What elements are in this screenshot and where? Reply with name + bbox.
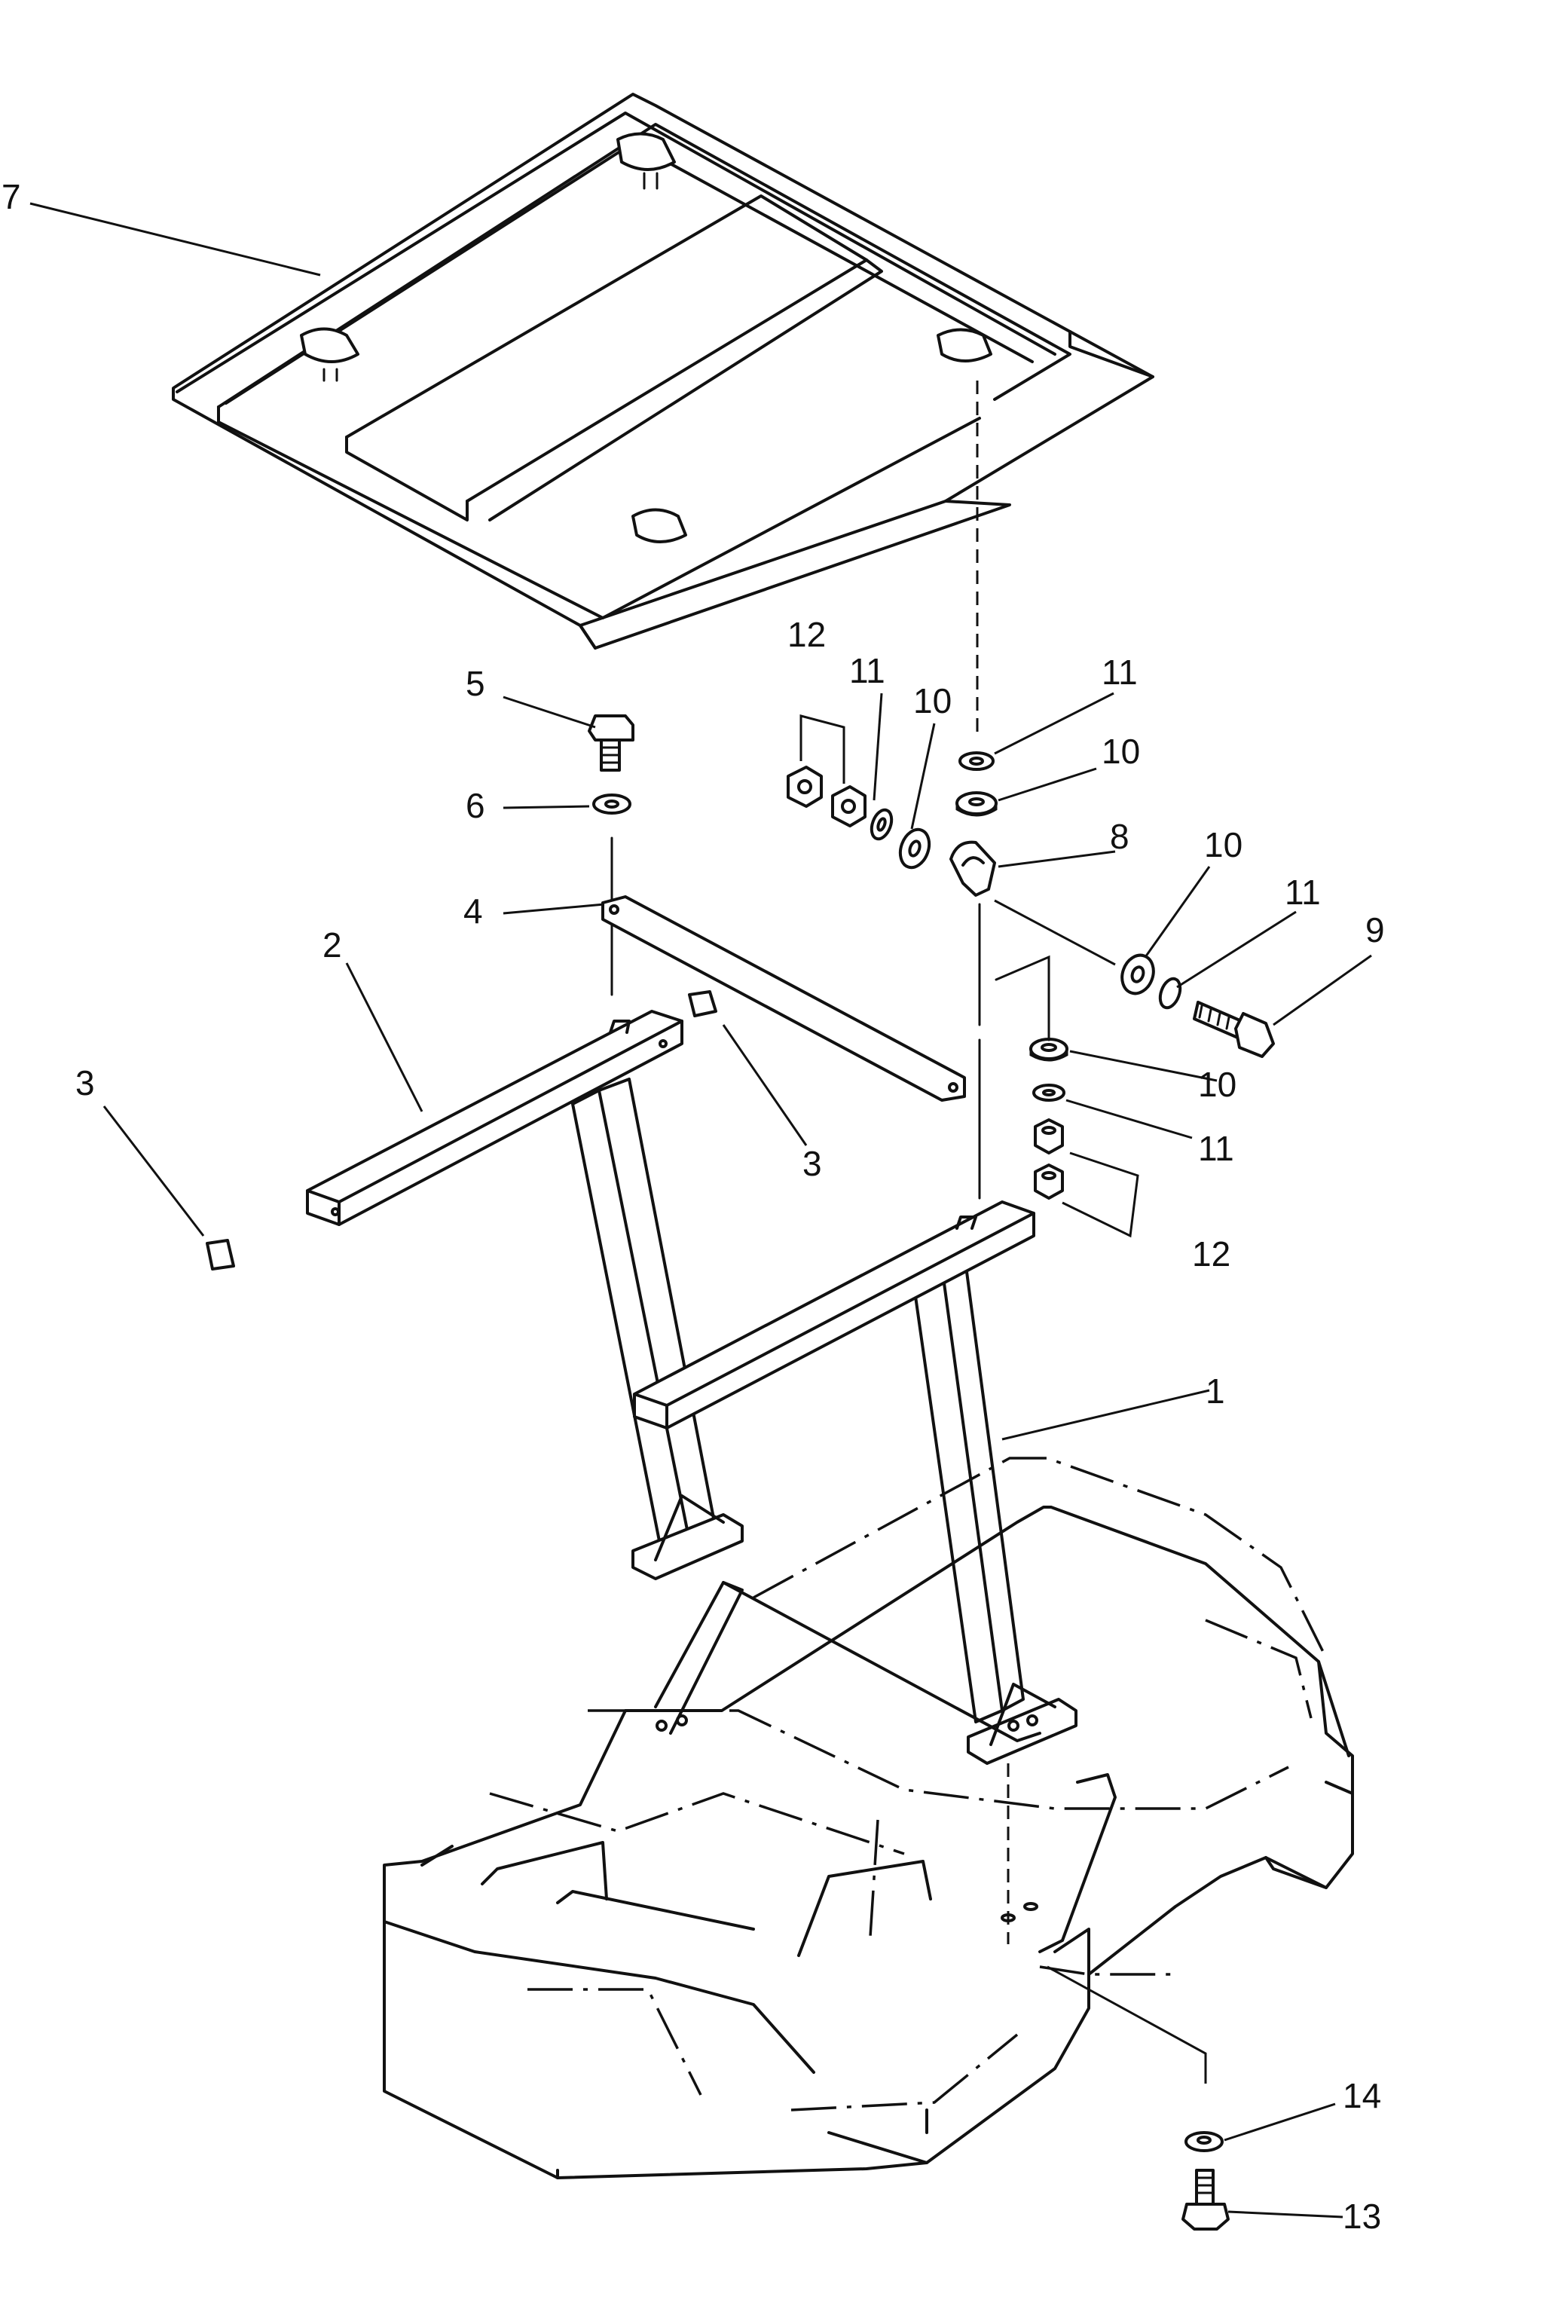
callout-11b: 11 xyxy=(1102,653,1138,692)
front-frame-part-2 xyxy=(306,1010,1077,1765)
stay-part-4 xyxy=(601,895,966,1102)
cap-part-3-right xyxy=(688,990,717,1017)
callout-10c: 10 xyxy=(1204,825,1242,864)
callout-2: 2 xyxy=(322,925,342,965)
callout-3a: 3 xyxy=(75,1063,95,1102)
callout-13: 13 xyxy=(1343,2197,1381,2236)
canopy-roof-part-7 xyxy=(172,93,1154,650)
callout-10a: 10 xyxy=(913,681,952,720)
callout-11d: 11 xyxy=(1198,1129,1234,1168)
callout-7: 7 xyxy=(2,177,21,216)
cap-part-3-left xyxy=(206,1239,235,1271)
bolt-13-washer-14 xyxy=(1047,1965,1230,2231)
callout-5: 5 xyxy=(466,664,485,703)
callout-12b-bracket xyxy=(1062,1151,1139,1238)
callout-12a: 12 xyxy=(787,615,826,654)
callout-1: 1 xyxy=(1206,1371,1225,1411)
callout-10d: 10 xyxy=(1198,1065,1236,1104)
hardware-upper-cluster xyxy=(787,751,1275,1200)
callout-9: 9 xyxy=(1365,910,1385,949)
callout-14: 14 xyxy=(1343,2076,1381,2115)
callout-labels: 7 12 11 10 11 10 5 6 8 10 11 9 4 2 3 3 1… xyxy=(2,177,1385,2236)
bolt-5-washer-6 xyxy=(588,714,634,996)
callout-leaders xyxy=(29,202,1372,2219)
callout-12b: 12 xyxy=(1192,1234,1230,1274)
callout-8: 8 xyxy=(1110,817,1129,856)
callout-4: 4 xyxy=(463,891,483,931)
floor-frame-part-1 xyxy=(383,1457,1354,2179)
callout-6: 6 xyxy=(466,786,485,825)
callout-11c: 11 xyxy=(1285,873,1321,912)
callout-3b: 3 xyxy=(802,1144,822,1183)
callout-12a-bracket xyxy=(799,714,845,784)
callout-11a: 11 xyxy=(849,651,885,690)
callout-10b: 10 xyxy=(1102,732,1140,771)
